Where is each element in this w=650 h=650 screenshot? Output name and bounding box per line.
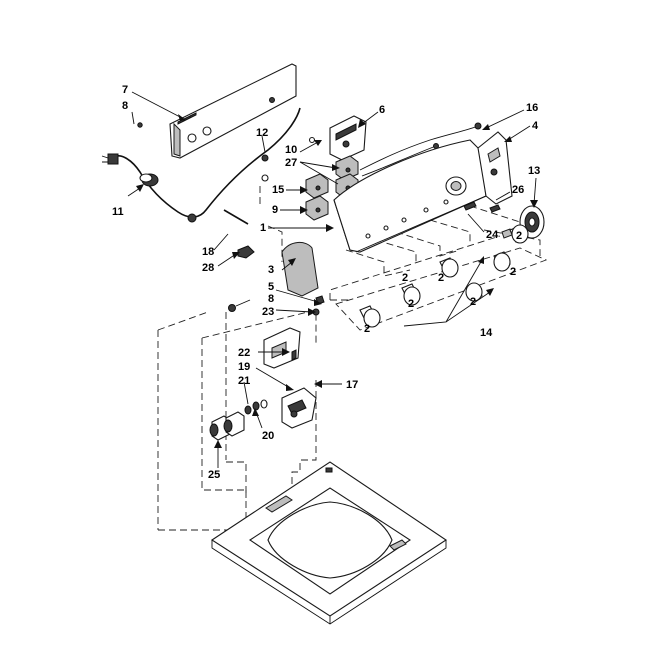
callout-9: 9 — [272, 204, 278, 216]
callout-2: 2 — [438, 272, 444, 284]
water-valve-part — [281, 387, 317, 429]
callout-12: 12 — [256, 127, 268, 139]
callout-8: 8 — [122, 100, 128, 112]
end-cap-part — [477, 131, 513, 205]
shaft-parts — [463, 201, 513, 239]
callout-6: 6 — [379, 104, 385, 116]
power-cord-part — [101, 107, 301, 223]
callout-14: 14 — [480, 327, 493, 339]
switches-part — [305, 155, 359, 221]
control-module-part — [308, 115, 367, 161]
inlet-valve-part — [209, 411, 245, 441]
lid-switch-part — [281, 242, 325, 305]
callout-25: 25 — [208, 469, 220, 481]
callout-23: 23 — [262, 306, 274, 318]
callout-1: 1 — [260, 222, 266, 234]
callout-26: 26 — [512, 184, 524, 196]
callout-16: 16 — [526, 102, 538, 114]
callout-21: 21 — [238, 375, 250, 387]
screw-part — [261, 154, 269, 182]
console-part — [333, 139, 487, 253]
callout-24: 24 — [486, 229, 499, 241]
knobs-part — [359, 199, 529, 328]
callout-2: 2 — [402, 272, 408, 284]
top-panel-part — [210, 461, 447, 625]
callout-13: 13 — [528, 165, 540, 177]
callout-19: 19 — [238, 361, 250, 373]
callout-10: 10 — [285, 144, 297, 156]
callout-11: 11 — [112, 206, 124, 218]
callout-22: 22 — [238, 347, 250, 359]
callout-5: 5 — [268, 281, 274, 293]
callout-4: 4 — [532, 120, 539, 132]
callout-2: 2 — [470, 296, 476, 308]
callout-27: 27 — [285, 157, 297, 169]
callout-labels: 7 8 11 12 6 10 27 15 9 1 18 28 16 4 13 2… — [112, 84, 540, 481]
callout-17: 17 — [346, 379, 358, 391]
rear-panel-part — [137, 63, 297, 159]
callout-3: 3 — [268, 264, 274, 276]
callout-8: 8 — [268, 293, 274, 305]
callout-2: 2 — [408, 298, 414, 310]
callout-15: 15 — [272, 184, 284, 196]
callout-18: 18 — [202, 246, 214, 258]
callout-7: 7 — [122, 84, 128, 96]
leader-lines — [127, 91, 538, 468]
callout-2: 2 — [516, 230, 522, 242]
callout-2: 2 — [364, 323, 370, 335]
callout-28: 28 — [202, 262, 214, 274]
callout-2: 2 — [510, 266, 516, 278]
callout-20: 20 — [262, 430, 274, 442]
wire-tie-part — [223, 209, 255, 259]
